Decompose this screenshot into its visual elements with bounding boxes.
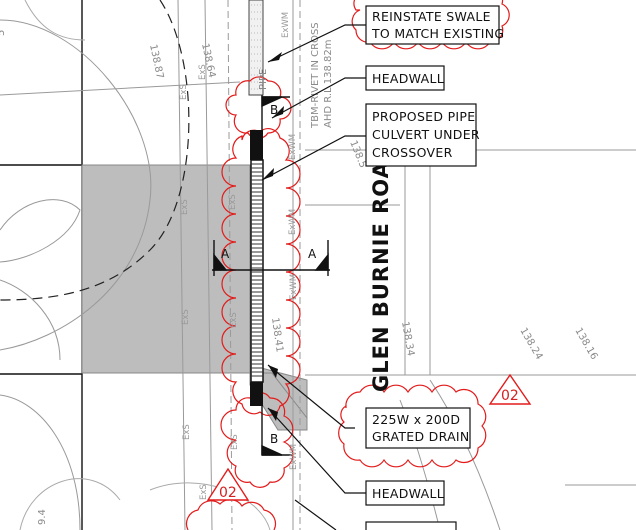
section-a-left-label: A — [221, 247, 230, 261]
revision-cloud-headwall-bottom — [220, 392, 294, 488]
pipe-label: PIPE — [258, 69, 269, 90]
svg-text:ExS: ExS — [229, 312, 239, 328]
contour-label-138-41: 138.41 — [269, 317, 285, 353]
revision-triangle-bottom — [206, 467, 250, 501]
section-a-right-label: A — [308, 247, 317, 261]
swale-hatch — [248, 0, 264, 96]
svg-text:ExS: ExS — [180, 199, 190, 215]
leader-arrowheads — [262, 52, 284, 421]
crossover-area — [81, 164, 308, 422]
section-b-top-label: B — [270, 103, 278, 117]
tree-canopy — [0, 0, 271, 530]
svg-text:ExS: ExS — [179, 84, 189, 100]
revision-cloud-swale — [225, 76, 292, 139]
section-marker-b-bottom — [261, 406, 292, 456]
revision-cloud-reinstate — [351, 0, 510, 50]
callout-grated-drain: 225W x 200D GRATED DRAIN — [365, 407, 471, 449]
svg-text:ExWM: ExWM — [289, 274, 299, 300]
contour-label-138-34: 138.34 — [399, 321, 416, 357]
svg-text:ExS: ExS — [199, 484, 209, 500]
svg-text:ExS: ExS — [230, 434, 240, 450]
property-boundaries — [0, 0, 83, 530]
svg-text:ExS: ExS — [228, 194, 238, 210]
edge-partial-label: 5 — [0, 30, 7, 36]
svg-text:PROPOSED PIPE: PROPOSED PIPE — [372, 109, 475, 124]
revision-clouds — [185, 0, 510, 530]
svg-text:ExWM: ExWM — [281, 12, 291, 38]
section-marker-a — [212, 240, 330, 276]
revision-cloud-pipe — [221, 128, 301, 416]
svg-text:TO MATCH EXISTING: TO MATCH EXISTING — [371, 26, 504, 41]
exs-labels: ExS ExS ExS ExS ExS ExS ExS ExS ExS — [179, 64, 240, 500]
callout-partial-bottom — [365, 521, 457, 530]
exwm-labels: ExWM ExWM ExWM ExWM ExWM — [281, 12, 299, 470]
revision-cloud-drain — [338, 384, 487, 468]
svg-text:ExS: ExS — [181, 309, 191, 325]
section-b-bottom-label: B — [270, 432, 278, 446]
revision-mark-bottom: 02 — [219, 485, 237, 501]
edge-value-label: 9.4 — [37, 509, 48, 525]
svg-text:HEADWALL: HEADWALL — [372, 486, 444, 501]
contour-label-138-24: 138.24 — [517, 326, 544, 362]
contour-label-138-5: 138.5 — [347, 139, 368, 170]
svg-text:ExWM: ExWM — [289, 444, 299, 470]
contour-label-138-16: 138.16 — [572, 326, 599, 362]
leader-lines — [261, 24, 366, 530]
svg-text:225W x 200D: 225W x 200D — [372, 412, 460, 427]
svg-text:ExWM: ExWM — [288, 209, 298, 235]
revision-triangle-right — [488, 373, 532, 405]
road-name-label: GLEN BURNIE ROAD — [369, 143, 393, 392]
revision-mark-right: 02 — [501, 388, 519, 404]
svg-text:GRATED DRAIN: GRATED DRAIN — [372, 429, 470, 444]
pipe-culvert — [250, 159, 264, 383]
callout-headwall-top: HEADWALL — [365, 65, 445, 91]
svg-text:REINSTATE SWALE: REINSTATE SWALE — [372, 9, 491, 24]
tbm-label-line2: AHD R.L 138.82m — [323, 40, 334, 129]
svg-text:CULVERT UNDER: CULVERT UNDER — [372, 127, 480, 142]
tbm-label-line1: TBM-RIVET IN CROSS — [310, 22, 321, 129]
callout-headwall-bottom: HEADWALL — [365, 480, 445, 506]
svg-text:CROSSOVER: CROSSOVER — [372, 145, 453, 160]
headwall-bottom-symbol — [250, 382, 263, 406]
callout-proposed-culvert: PROPOSED PIPE CULVERT UNDER CROSSOVER — [365, 103, 480, 167]
svg-text:ExWM: ExWM — [288, 134, 298, 160]
contour-label-138-87: 138.87 — [147, 43, 165, 80]
svg-text:ExS: ExS — [182, 424, 192, 440]
svg-text:ExS: ExS — [198, 64, 208, 80]
headwall-top-symbol — [250, 130, 263, 160]
sewer-lines — [227, 0, 301, 530]
section-marker-b-top — [261, 95, 290, 130]
callout-reinstate-swale: REINSTATE SWALE TO MATCH EXISTING — [365, 5, 504, 45]
svg-text:HEADWALL: HEADWALL — [372, 71, 444, 86]
